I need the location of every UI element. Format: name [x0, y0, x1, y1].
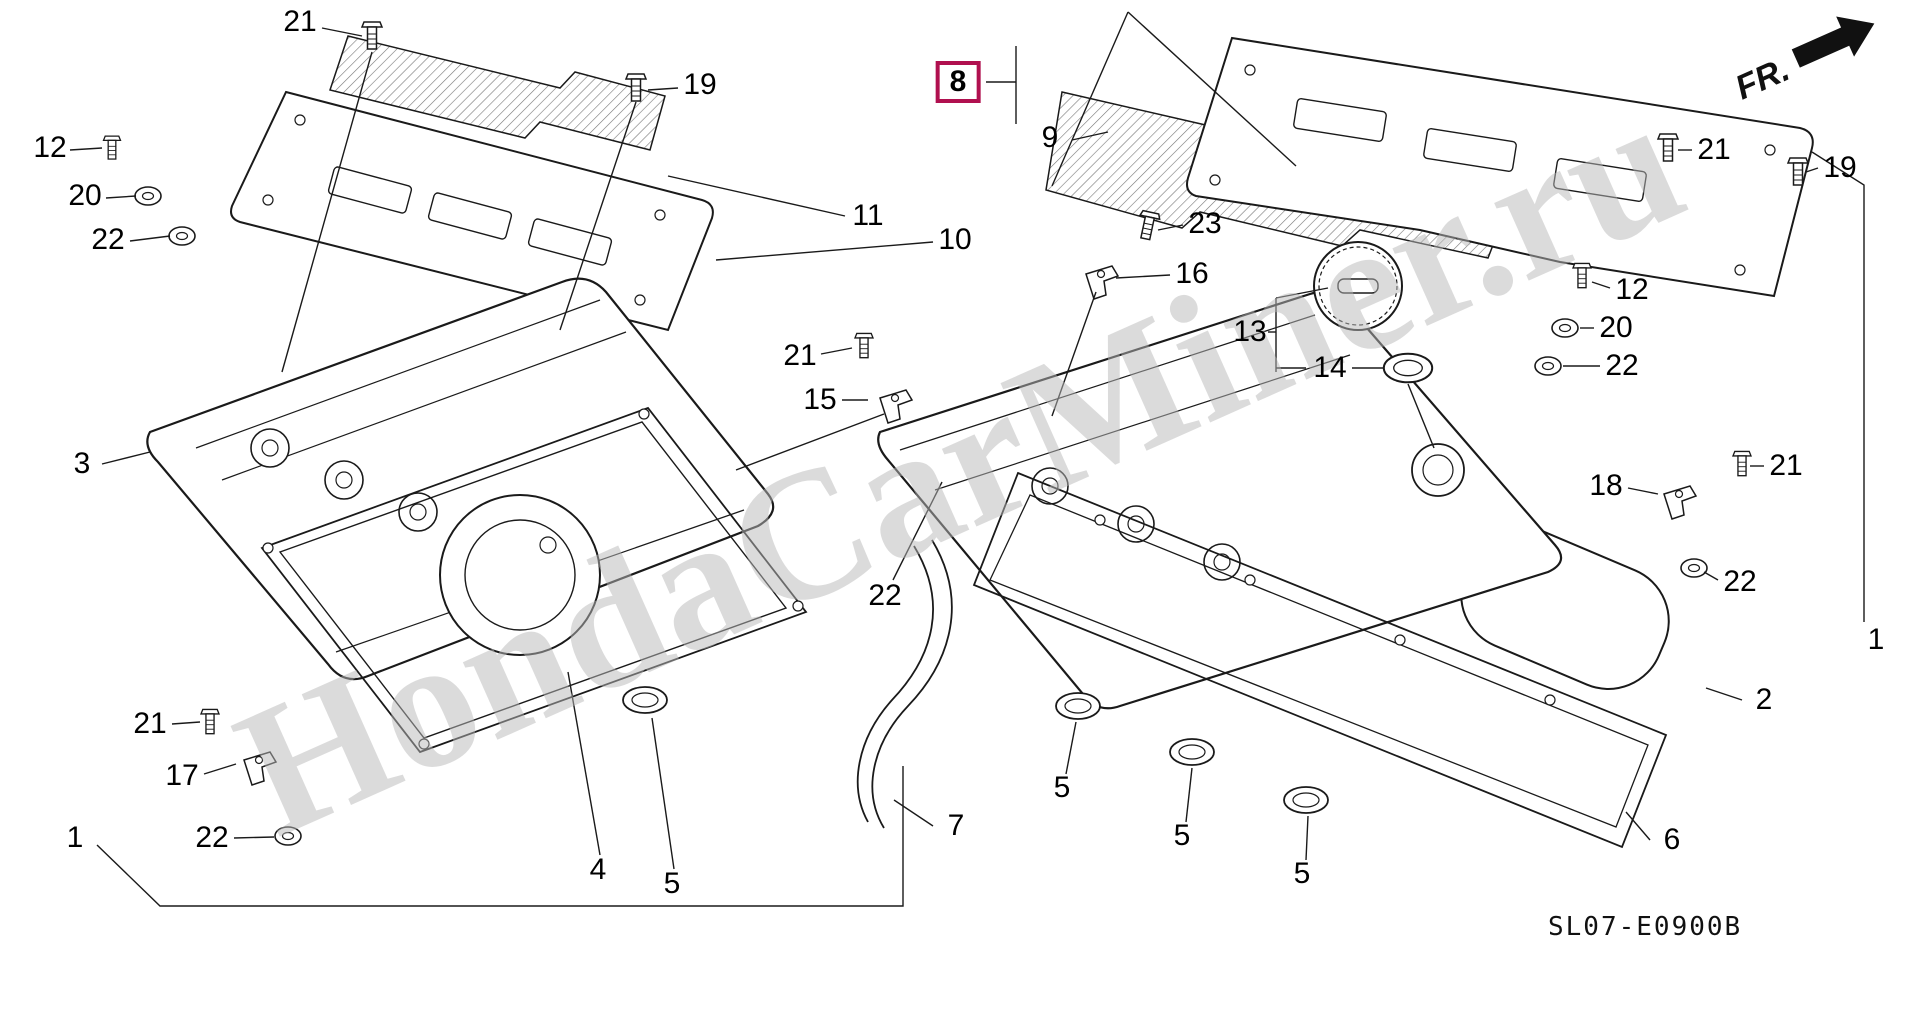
left-heat-shield-plate-drawing: [230, 90, 714, 332]
callout-21: 21: [133, 707, 167, 740]
right-cylinder-head-cover-drawing: [877, 290, 1670, 710]
callout-5: 5: [1293, 857, 1311, 890]
bolt-glyph: [1732, 450, 1752, 477]
seal-ring-glyph: [1283, 786, 1329, 814]
callout-21: 21: [1697, 133, 1731, 166]
callout-6: 6: [1663, 823, 1681, 856]
callout-13: 13: [1233, 315, 1267, 348]
callout-22: 22: [1605, 349, 1639, 382]
mount-bracket-glyph: [1085, 265, 1119, 300]
mount-bracket-glyph: [879, 389, 913, 424]
callout-4: 4: [589, 853, 607, 886]
callout-16: 16: [1175, 257, 1209, 290]
diagram-code: SL07-E0900B: [1548, 912, 1743, 942]
callout-20: 20: [68, 179, 102, 212]
grommet-glyph: [168, 226, 196, 246]
left-cover-gasket-drawing: [260, 406, 808, 754]
callout-14: 14: [1313, 351, 1347, 384]
callout-17: 17: [165, 759, 199, 792]
fr-direction-marker: FR.: [1730, 16, 1875, 107]
seal-ring-glyph: [1169, 738, 1215, 766]
callout-1: 1: [1867, 623, 1885, 656]
callout-21: 21: [783, 339, 817, 372]
parts-diagram-canvas: FR. HondaCarMiner.ru 21 19 12 20 22 11 1…: [33, 5, 1885, 942]
leader-lines: [69, 11, 1865, 907]
fr-arrow-icon: [1791, 16, 1875, 68]
callout-23: 23: [1188, 207, 1222, 240]
callout-11: 11: [852, 199, 884, 232]
grommet-glyph: [1534, 356, 1562, 376]
callout-22: 22: [91, 223, 125, 256]
right-heat-shield-plate-drawing: [1186, 36, 1814, 298]
callout-8-highlighted: 8: [935, 61, 981, 103]
side-gasket-drawing: [856, 539, 953, 829]
grommet-glyph: [274, 826, 302, 846]
callout-1: 1: [66, 821, 84, 854]
left-seal-ring-glyph: [622, 686, 668, 714]
bolt-glyph: [200, 708, 220, 735]
fr-label: FR.: [1730, 50, 1796, 107]
callout-18: 18: [1589, 469, 1623, 502]
nut-glyph: [1551, 318, 1579, 338]
callout-21: 21: [1769, 449, 1803, 482]
callout-2: 2: [1755, 683, 1773, 716]
exploded-view-artwork: FR.: [69, 11, 1875, 907]
callout-22: 22: [1723, 565, 1757, 598]
bolt-glyph: [102, 135, 122, 160]
callout-21: 21: [283, 5, 317, 38]
callout-19: 19: [683, 68, 717, 101]
callout-15: 15: [803, 383, 837, 416]
callout-9: 9: [1041, 121, 1059, 154]
callout-20: 20: [1599, 311, 1633, 344]
callout-22: 22: [195, 821, 229, 854]
bolt-glyph: [854, 332, 874, 359]
bolt-glyph: [1572, 262, 1592, 289]
callout-5: 5: [1173, 819, 1191, 852]
callout-3: 3: [73, 447, 91, 480]
mount-bracket-glyph: [1663, 485, 1697, 520]
seal-ring-glyph: [1382, 352, 1434, 384]
callout-22: 22: [868, 579, 902, 612]
callout-12: 12: [33, 131, 67, 164]
callout-5: 5: [663, 867, 681, 900]
mount-bracket-glyph: [243, 751, 277, 786]
nut-glyph: [134, 186, 162, 206]
seal-ring-glyph: [1055, 692, 1101, 720]
callout-7: 7: [947, 809, 965, 842]
oil-filler-cap-glyph: [1313, 241, 1403, 331]
right-cover-gasket-drawing: [972, 471, 1668, 849]
callout-5: 5: [1053, 771, 1071, 804]
left-heat-shield-gasket-drawing: [329, 35, 666, 151]
callout-12: 12: [1615, 273, 1649, 306]
callout-10: 10: [938, 223, 972, 256]
grommet-glyph: [1680, 558, 1708, 578]
left-cylinder-head-cover-drawing: [146, 277, 775, 714]
callout-19: 19: [1823, 151, 1857, 184]
